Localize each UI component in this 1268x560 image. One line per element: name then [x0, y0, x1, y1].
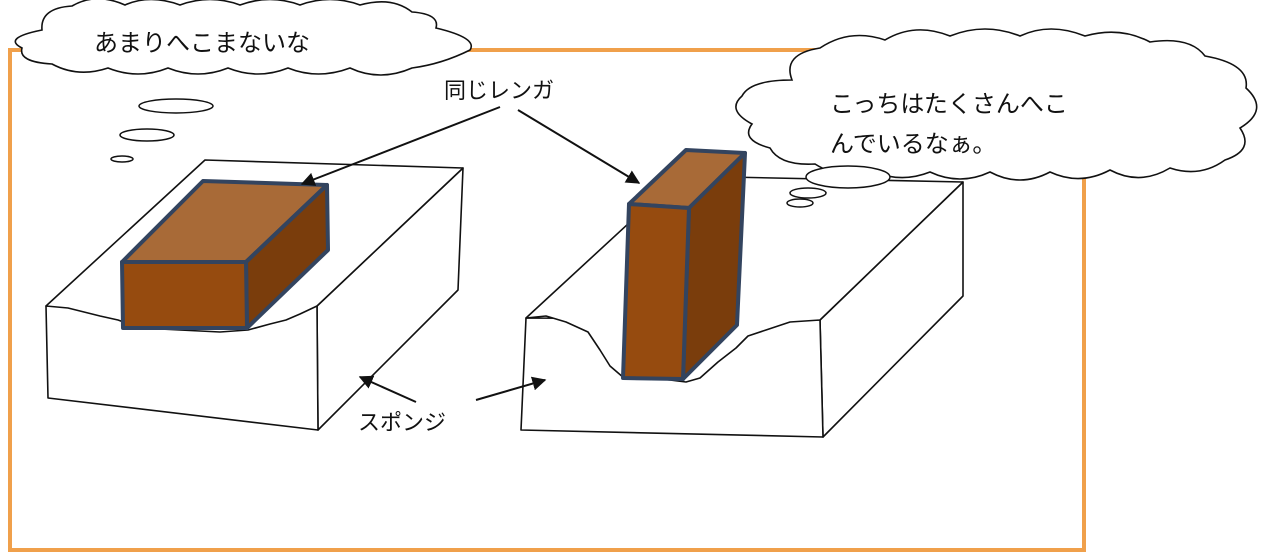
- frame-border: [8, 48, 1086, 552]
- thought-bubble-left: [14, 0, 473, 76]
- thought-text-right-line1: こっちはたくさんへこ: [830, 90, 1068, 118]
- thought-bubble-right: [735, 28, 1258, 181]
- thought-text-right-line2: んでいるなぁ。: [830, 130, 996, 158]
- thought-dot-right-2: [789, 187, 827, 199]
- thought-dot-left-1: [138, 98, 214, 114]
- thought-dot-left-2: [119, 128, 175, 142]
- thought-dot-left-3: [110, 155, 134, 163]
- label-same-brick: 同じレンガ: [444, 79, 554, 104]
- label-sponge: スポンジ: [358, 411, 446, 436]
- arrow-to-right-sponge: [475, 376, 547, 401]
- arrow-to-left-brick: [300, 106, 501, 186]
- arrow-to-left-sponge: [358, 375, 417, 403]
- thought-dot-right-1: [805, 165, 891, 189]
- arrow-to-right-brick: [517, 109, 641, 184]
- arrows: [300, 106, 641, 403]
- right-brick: [621, 148, 747, 381]
- left-brick: [120, 179, 330, 330]
- thought-text-left: あまりへこまないな: [94, 29, 310, 57]
- thought-dot-right-3: [786, 198, 814, 208]
